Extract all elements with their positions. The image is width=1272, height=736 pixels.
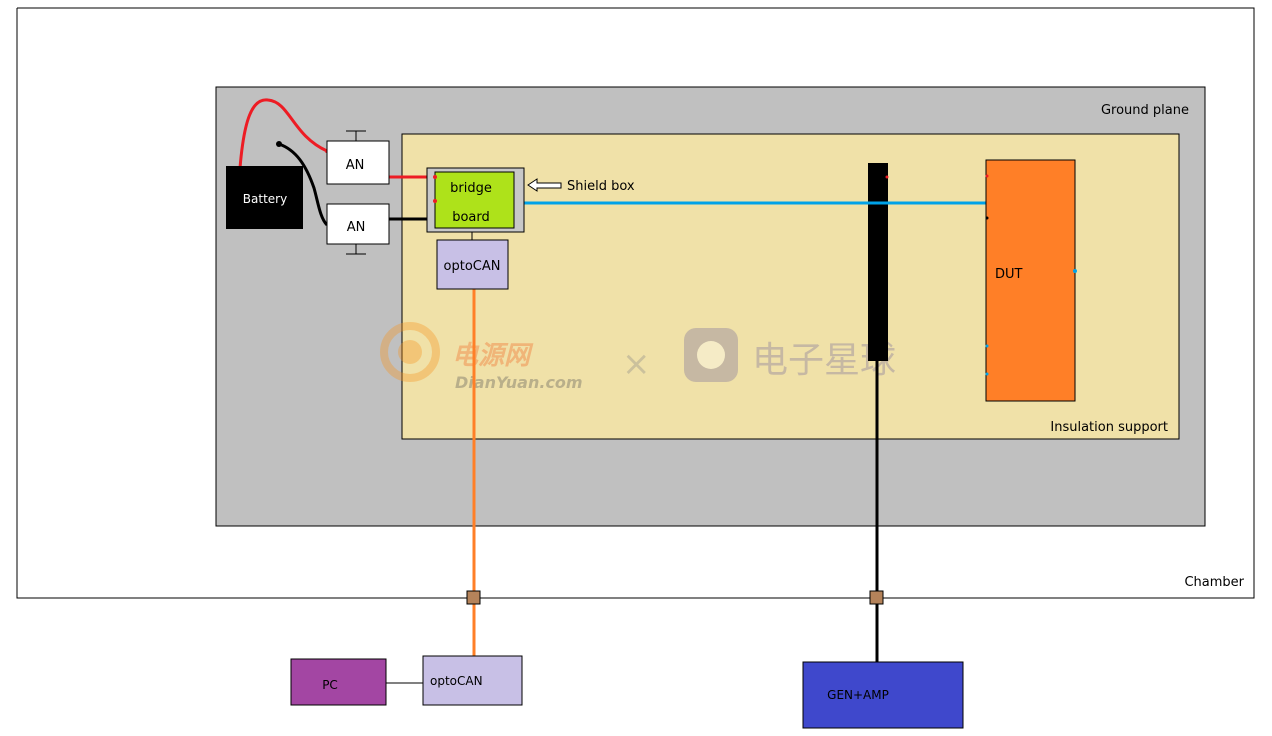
clamp-red-dot: [885, 175, 889, 179]
dut-pin-2: [985, 216, 989, 220]
gen-amp-box: [802, 661, 964, 729]
battery-black-lead: [278, 142, 329, 227]
battery-label: Battery: [243, 192, 287, 206]
optocan-inside: optoCAN: [436, 239, 509, 290]
dut-label: DUT: [995, 267, 1023, 282]
optocan-outside-label: optoCAN: [430, 674, 483, 688]
dut-pin-3: [985, 344, 989, 348]
dut-right-terminal: [1073, 269, 1077, 273]
optocan-inside-box: [436, 239, 509, 290]
an-bottom-box: [326, 203, 390, 245]
gen-amp: GEN+AMP: [802, 661, 964, 729]
bridge-mid-terminal: [433, 199, 437, 203]
watermark-logo2-face: [697, 341, 725, 369]
watermark-brand1-cn: 电源网: [452, 341, 534, 371]
dut-box: [985, 159, 1076, 402]
bridge-board-line2: board: [452, 210, 490, 225]
optocan-outside-box: [422, 655, 523, 706]
watermark-logo-ring: [380, 322, 440, 382]
watermark-logo2: [684, 328, 738, 382]
an-top: AN: [326, 140, 390, 185]
insulation-support-label: Insulation support: [1050, 420, 1168, 435]
an-bottom-label: AN: [347, 220, 366, 235]
watermark-logo-core: [398, 340, 422, 364]
shield-box: bridge board: [426, 167, 525, 233]
bridge-board: [434, 171, 515, 229]
optocan-outside: optoCAN: [422, 655, 523, 706]
battery-red-lead: [238, 98, 329, 169]
bridge-red-terminal: [433, 175, 437, 179]
an-top-box: [326, 140, 390, 185]
battery: Battery: [226, 166, 303, 229]
pc: PC: [290, 658, 387, 706]
black-lead-end: [276, 141, 282, 147]
pc-label: PC: [322, 678, 338, 692]
dut: DUT: [985, 159, 1077, 402]
injection-clamp: [868, 163, 889, 361]
feedthrough-rf: [869, 590, 884, 605]
pc-box: [290, 658, 387, 706]
feedthrough-optical: [466, 590, 481, 605]
watermark-separator: ×: [622, 344, 651, 384]
battery-body: [226, 166, 303, 229]
ground-plane-label: Ground plane: [1101, 103, 1189, 118]
watermark-brand1-en: DianYuan.com: [455, 373, 583, 392]
dut-pin-4: [985, 372, 989, 376]
shield-box-label: Shield box: [567, 179, 635, 194]
optocan-inside-label: optoCAN: [444, 259, 501, 274]
dut-pin-1: [985, 174, 989, 178]
shield-box-callout: Shield box: [527, 178, 635, 194]
injection-clamp-bar: [868, 163, 888, 361]
chamber-label: Chamber: [1184, 575, 1244, 590]
an-bottom: AN: [326, 203, 390, 245]
an-top-label: AN: [346, 158, 365, 173]
gen-amp-label: GEN+AMP: [827, 688, 889, 702]
bridge-board-line1: bridge: [450, 181, 492, 196]
left-arrow-icon: [527, 178, 562, 192]
